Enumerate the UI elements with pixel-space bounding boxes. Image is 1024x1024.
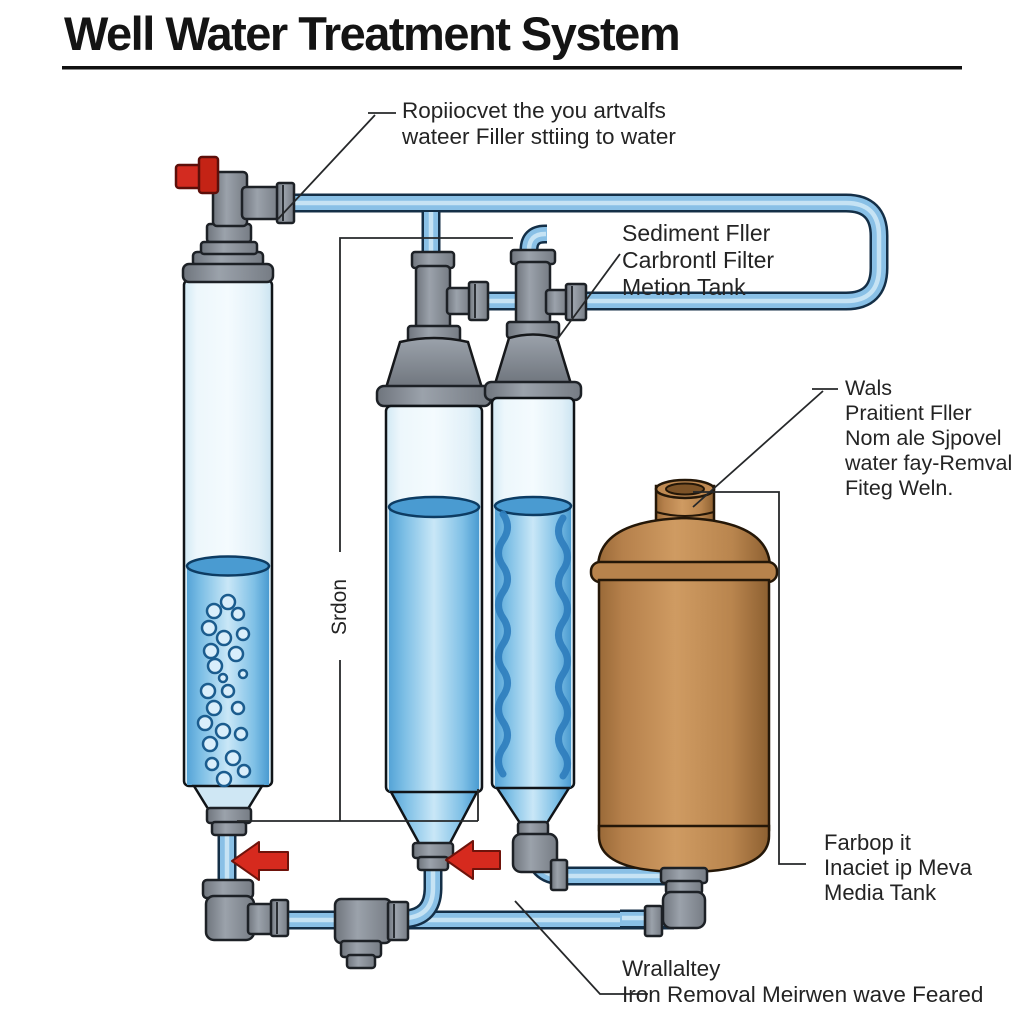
leader-bottom-frame xyxy=(237,789,479,822)
tank-outlet-elbow xyxy=(661,890,707,930)
carbon-cap-dome xyxy=(493,333,573,386)
leader-filters-note xyxy=(555,253,621,342)
leader-bottom-note xyxy=(514,900,648,995)
label-line: Carbrontl Filter xyxy=(622,247,775,273)
label-filters-note: Sediment Fller Carbrontl Filter Metion T… xyxy=(622,220,774,301)
label-line: Wals xyxy=(845,376,892,400)
label-line: Farbop it xyxy=(824,830,911,855)
label-line: wateer Filler sttiing to water xyxy=(402,124,676,149)
raw-filter-water-surface xyxy=(185,555,271,577)
sediment-filter-vessel xyxy=(375,250,493,872)
tank-neck-seam xyxy=(655,511,715,517)
sediment-tee-body xyxy=(414,264,452,332)
label-line: Wrallaltey xyxy=(622,956,721,981)
tank-base xyxy=(597,824,771,874)
leader-right-note-diagonal xyxy=(692,390,824,508)
bubbles xyxy=(196,593,252,788)
label-line: Iron Removal Meirwen wave Feared xyxy=(622,982,984,1007)
label-media-tank-note: Farbop it Inaciet ip Meva Media Tank xyxy=(824,830,972,905)
raw-water-filter-vessel xyxy=(174,155,296,837)
leader-media-note xyxy=(693,491,806,865)
label-line: Media Tank xyxy=(824,880,937,905)
left-drain-ridged-coupling xyxy=(269,898,290,938)
label-line: Praitient Fller xyxy=(845,401,972,425)
carbon-drain-coupling xyxy=(549,858,569,892)
bottom-tee-coupling xyxy=(386,900,410,942)
carbon-filter-vessel xyxy=(483,248,588,892)
leader-lines xyxy=(237,112,838,995)
carbon-water-surface xyxy=(493,495,573,517)
carbon-drain-elbow xyxy=(511,832,559,874)
sediment-tee-arm xyxy=(445,286,473,316)
label-bottom-note: Wrallaltey Iron Removal Meirwen wave Fea… xyxy=(622,956,983,1008)
page-title: Well Water Treatment System xyxy=(64,7,681,60)
raw-filter-cap-flange xyxy=(181,262,275,284)
inlet-elbow-arm xyxy=(240,185,282,221)
sediment-cone xyxy=(388,790,480,847)
title-underline xyxy=(62,66,962,70)
carbon-tee-arm xyxy=(544,288,570,316)
label-line: water fay-Remval xyxy=(845,451,1013,475)
flow-arrow-left-icon xyxy=(231,841,289,881)
label-line: Metion Tank xyxy=(622,274,746,300)
tank-body xyxy=(597,578,771,832)
inlet-valve-icon xyxy=(174,155,220,195)
drain-pipe-sediment-filter xyxy=(403,858,443,929)
bottom-tee-stub-cap xyxy=(345,953,377,970)
label-line: Nom ale Sjpovel xyxy=(845,426,1002,450)
carbon-cone xyxy=(494,786,572,825)
sediment-water xyxy=(389,507,479,792)
sediment-cap-flange xyxy=(375,384,493,408)
flow-arrow-middle-icon xyxy=(445,840,501,880)
label-line: Sediment Fller xyxy=(622,220,771,246)
bottom-tee-body xyxy=(333,897,393,945)
sediment-tee-ridged-coupling xyxy=(467,280,490,322)
label-top-note: Ropiiocvet the you artvalfs wateer Fille… xyxy=(402,98,676,150)
raw-filter-bottom-ring xyxy=(210,820,248,837)
supply-pipe-top-loop xyxy=(262,193,889,311)
label-line: Ropiiocvet the you artvalfs xyxy=(402,98,666,123)
leader-vertical-note-upper xyxy=(339,237,513,552)
tank-outlet-coupling xyxy=(643,904,664,938)
bottom-run-fittings xyxy=(201,878,410,970)
raw-filter-neck-ring xyxy=(199,240,259,256)
sediment-bottom-ring xyxy=(416,855,450,872)
carbon-media-waves xyxy=(495,510,571,780)
media-tank xyxy=(589,478,779,938)
label-right-note: Wals Praitient Fller Nom ale Sjpovel wat… xyxy=(845,376,1012,501)
label-line: Inaciet ip Meva xyxy=(824,855,972,880)
label-vertical-note: Srdon xyxy=(328,578,351,636)
sediment-water-surface xyxy=(387,495,481,519)
sediment-cap-dome xyxy=(384,336,484,390)
tank-dome xyxy=(596,516,772,570)
leader-top-note-diagonal xyxy=(277,114,376,220)
flow-arrows xyxy=(231,840,501,881)
label-line: Fiteg Weln. xyxy=(845,476,954,500)
